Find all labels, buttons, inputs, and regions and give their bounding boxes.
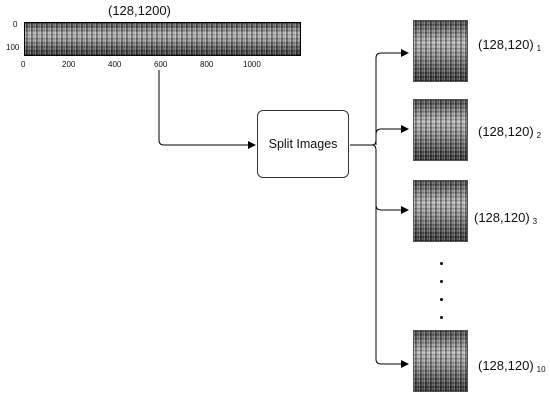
output-spectrogram-10 [413, 330, 468, 392]
input-spectrogram [24, 22, 301, 56]
split-images-label: Split Images [268, 137, 338, 151]
ellipsis-dot [440, 262, 443, 265]
input-ytick-0: 0 [13, 20, 18, 29]
output-shape-2: (128,120) [478, 124, 534, 139]
output-index-10: 10 [536, 365, 546, 374]
output-shape-1: (128,120) [478, 37, 534, 52]
output-index-3: 3 [532, 217, 538, 226]
input-xtick-800: 800 [200, 60, 214, 69]
ellipsis-dot [440, 280, 443, 283]
output-shape-3: (128,120) [474, 210, 530, 225]
output-spectrogram-1 [413, 20, 468, 82]
ellipsis-dot [440, 316, 443, 319]
input-xtick-1000: 1000 [243, 60, 261, 69]
output-index-1: 1 [536, 44, 542, 53]
output-spectrogram-3 [413, 180, 468, 242]
input-shape-label: (128,1200) [108, 3, 171, 18]
output-label-3: (128,120)3 [474, 210, 537, 226]
ellipsis-dot [440, 298, 443, 301]
output-label-2: (128,120)2 [478, 124, 541, 140]
input-xtick-600: 600 [154, 60, 168, 69]
input-ytick-100: 100 [6, 43, 20, 52]
output-shape-10: (128,120) [478, 358, 534, 373]
input-xtick-400: 400 [108, 60, 122, 69]
input-xtick-0: 0 [21, 60, 26, 69]
output-label-1: (128,120)1 [478, 37, 541, 53]
output-spectrogram-2 [413, 99, 468, 161]
output-index-2: 2 [536, 131, 542, 140]
input-xtick-200: 200 [62, 60, 76, 69]
split-images-box: Split Images [257, 110, 349, 178]
output-label-10: (128,120)10 [478, 358, 546, 374]
